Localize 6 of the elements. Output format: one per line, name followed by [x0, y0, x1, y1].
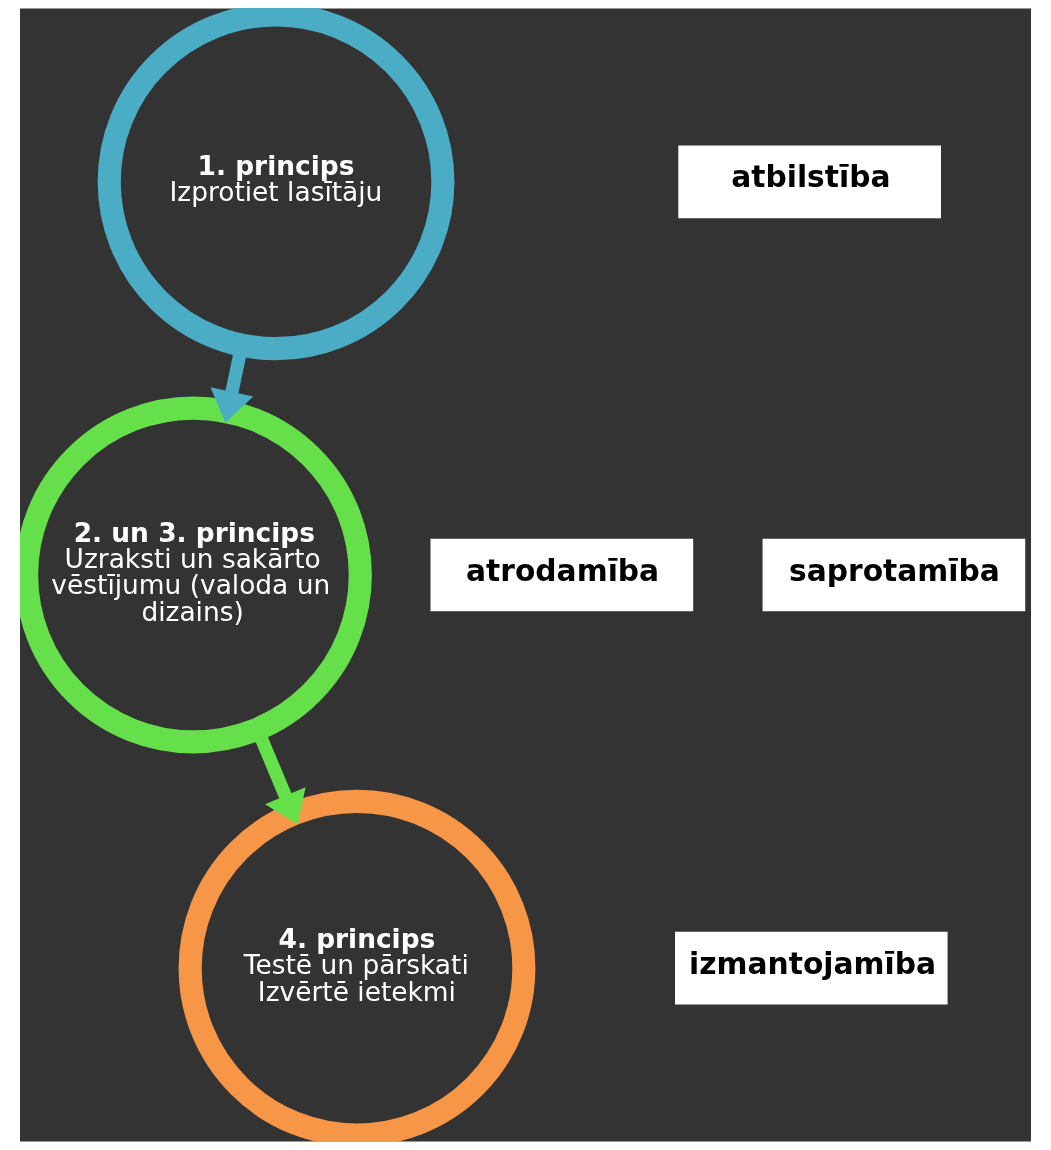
node-circle: 1. princips Izprotiet lasītāju: [97, 8, 455, 361]
node-box: saprotamība: [762, 538, 1026, 612]
node-box: atrodamība: [430, 538, 694, 612]
node-box: atbilstība: [678, 145, 941, 219]
node-box: izmantojamība: [675, 931, 948, 1005]
node-circle: 2. un 3. princips Uzraksti un sakārto vēstījumu (valoda un dizains): [20, 396, 372, 754]
